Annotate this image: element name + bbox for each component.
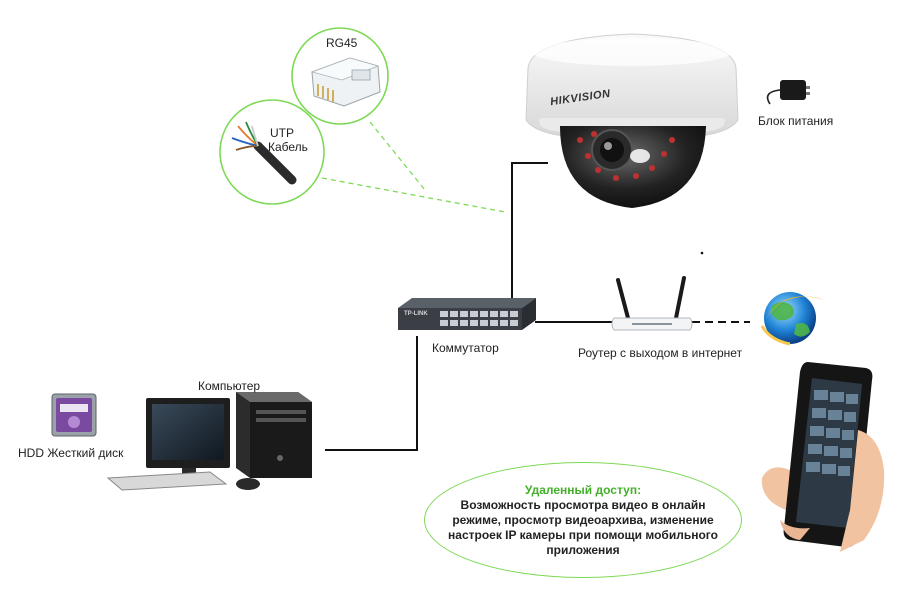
switch-computer-link — [325, 336, 418, 451]
rg45-callout — [291, 27, 389, 125]
utp-label-line2: Кабель — [268, 140, 308, 154]
rg45-pointer — [369, 121, 426, 191]
camera-switch-link — [511, 162, 548, 304]
internet-globe-icon — [760, 292, 824, 346]
switch-label: Коммутатор — [432, 341, 499, 355]
router-label: Роутер с выходом в интернет — [578, 346, 743, 360]
remote-access-body: Возможность просмотра видео в онлайн реж… — [448, 497, 718, 557]
wifi-router — [611, 276, 693, 331]
remote-access-title: Удаленный доступ: — [524, 482, 642, 497]
utp-callout — [219, 99, 325, 205]
hdd-label: HDD Жесткий диск — [18, 446, 124, 460]
computer-label: Компьютер — [198, 379, 261, 393]
rg45-label: RG45 — [326, 36, 358, 50]
stray-dot — [700, 251, 704, 255]
desktop-computer — [106, 392, 312, 491]
utp-cable-icon — [231, 121, 297, 185]
connections — [321, 121, 750, 451]
utp-label-line1: UTP — [270, 126, 294, 140]
switch-brand: TP-LINK — [404, 311, 428, 317]
remote-access-callout: Удаленный доступ: Возможность просмотра … — [424, 462, 742, 578]
power-adapter-icon — [766, 80, 810, 105]
rj45-connector-icon — [310, 57, 381, 107]
network-switch — [398, 298, 536, 330]
smartphone-with-hand — [761, 362, 885, 552]
ip-dome-camera — [525, 33, 739, 208]
power-supply-label: Блок питания — [758, 114, 834, 128]
utp-pointer — [321, 177, 506, 213]
hdd-icon — [51, 393, 97, 437]
